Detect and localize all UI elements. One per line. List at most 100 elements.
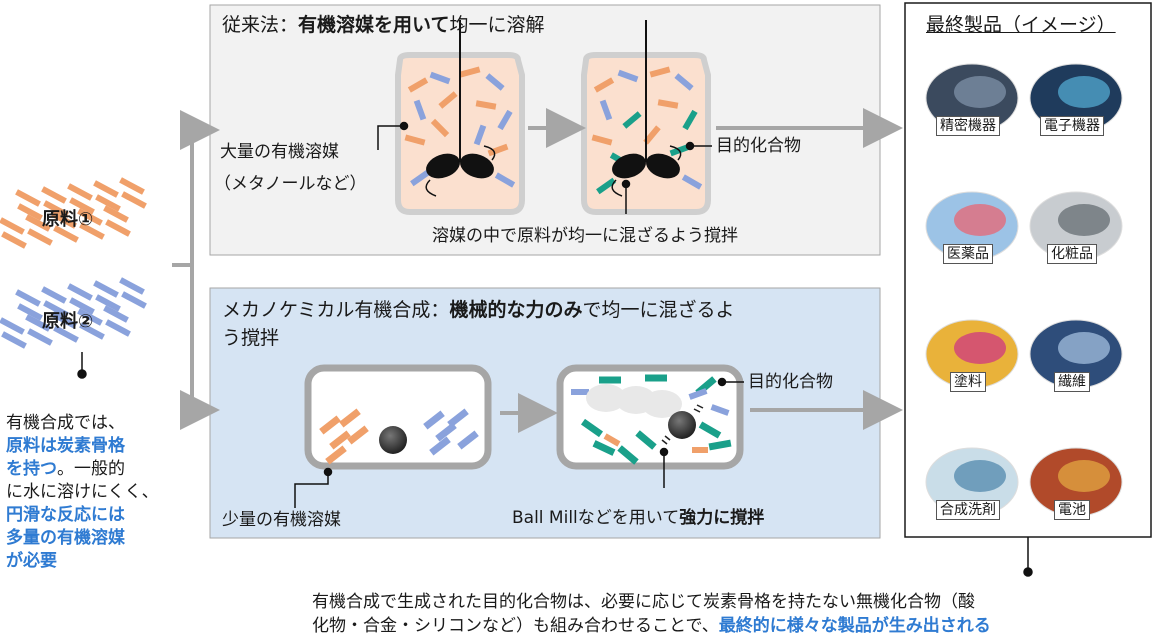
raw-material-1-stick bbox=[95, 194, 121, 212]
product-image-detail-2 bbox=[1058, 76, 1110, 108]
mechano-title-line-2: う撹拌 bbox=[222, 327, 280, 349]
raw-material-1-stick bbox=[1, 231, 27, 249]
flask-1-particle bbox=[429, 71, 451, 85]
product-image-detail-5 bbox=[954, 332, 1006, 364]
mill-jar-1-raw1-particle bbox=[325, 445, 347, 465]
product-image-detail-4 bbox=[1058, 204, 1110, 236]
raw-material-1-stick bbox=[41, 186, 67, 204]
raw-material-2-stick bbox=[15, 289, 41, 307]
mill-jar-2-particles bbox=[571, 374, 732, 465]
raw-material-1-label: 原料① bbox=[42, 209, 94, 230]
raw-material-2-stick bbox=[79, 322, 105, 340]
raw-material-1-cluster bbox=[0, 177, 147, 249]
raw-material-2-stick bbox=[0, 317, 25, 335]
left-note-line-3-emph: を持つ bbox=[6, 459, 57, 479]
flask-2-particle bbox=[591, 134, 613, 146]
bottom-note-line-1: 有機合成で生成された目的化合物は、必要に応じて炭素骨格を持たない無機化合物（酸 bbox=[312, 592, 975, 612]
left-note-line-7: が必要 bbox=[6, 551, 57, 571]
product-label-8: 電池 bbox=[1054, 500, 1090, 520]
mechano-target-label: 目的化合物 bbox=[748, 372, 833, 392]
flask-1-particle bbox=[407, 77, 429, 93]
branch-connector bbox=[172, 110, 220, 430]
raw-material-2-stick bbox=[77, 308, 103, 326]
mill-jar-1-raw1-particle bbox=[339, 408, 361, 428]
product-label-6: 繊維 bbox=[1054, 372, 1090, 392]
raw-material-2-stick bbox=[119, 277, 145, 295]
conventional-title-prefix: 従来法： bbox=[222, 14, 299, 36]
raw-material-1-stick bbox=[43, 200, 69, 218]
mill-jar-1-raw2-particle bbox=[447, 408, 469, 428]
flask-1-particle bbox=[438, 91, 458, 109]
raw-material-2-stick bbox=[17, 303, 43, 321]
raw-material-1-stick bbox=[25, 214, 51, 232]
conventional-target-label: 目的化合物 bbox=[716, 136, 801, 156]
flask-1-particle bbox=[485, 73, 505, 91]
product-label-3: 医薬品 bbox=[943, 244, 993, 264]
conventional-title-suffix: 均一に溶解 bbox=[449, 14, 545, 36]
solvent-label-small: 少量の有機溶媒 bbox=[222, 510, 341, 530]
bottom-note: 有機合成で生成された目的化合物は、必要に応じて炭素骨格を持たない無機化合物（酸 … bbox=[312, 590, 1152, 638]
flask-1-particle bbox=[459, 66, 481, 78]
mill-jar-1-raw2-particle bbox=[429, 436, 451, 456]
mill-jar-2-raw1-particle bbox=[603, 433, 621, 447]
raw-material-2-stick bbox=[27, 328, 53, 346]
raw-material-2-stick bbox=[41, 286, 67, 304]
raw-material-1-stick bbox=[119, 177, 145, 195]
mechano-leaders bbox=[294, 377, 744, 508]
left-note-line-3-rest: 。一般的 bbox=[57, 459, 125, 479]
product-label-5: 塗料 bbox=[950, 372, 986, 392]
raw-material-2-stick bbox=[25, 314, 51, 332]
flask-2-particle bbox=[657, 99, 679, 109]
product-image-detail-7 bbox=[954, 460, 1006, 492]
left-note-line-2: 原料は炭素骨格 bbox=[6, 436, 125, 456]
product-label-2: 電子機器 bbox=[1040, 116, 1104, 136]
raw-material-2-stick bbox=[1, 331, 27, 349]
bottom-note-leader bbox=[1023, 537, 1033, 577]
ball-mill-label-bold: 強力に撹拌 bbox=[679, 508, 765, 528]
flask-2-particle bbox=[669, 143, 691, 157]
raw-material-2-stick bbox=[53, 325, 79, 343]
flask-2-particle bbox=[682, 109, 698, 131]
left-note-leader bbox=[77, 352, 87, 379]
raw-material-2-stick bbox=[43, 300, 69, 318]
product-label-7: 合成洗剤 bbox=[936, 500, 1000, 520]
raw-material-1-stick bbox=[51, 211, 77, 229]
mill-jar-2-raw1-particle bbox=[692, 447, 708, 453]
milling-blur bbox=[586, 384, 682, 418]
flask-1-particle bbox=[404, 134, 426, 146]
mill-jar-1-raw2-particle bbox=[423, 410, 445, 430]
mill-jar-2-raw2-particle bbox=[688, 388, 708, 400]
left-note-line-6: 多量の有機溶媒 bbox=[6, 528, 125, 548]
flask-2-particle bbox=[643, 125, 661, 145]
impact-marks bbox=[661, 404, 704, 445]
product-image-detail-8 bbox=[1058, 460, 1110, 492]
raw-material-2-stick bbox=[67, 283, 93, 301]
product-image-detail-6 bbox=[1058, 332, 1110, 364]
raw-material-2-stick bbox=[103, 305, 129, 323]
raw-material-2-stick bbox=[105, 319, 131, 337]
bottom-note-line-2: 化物・合金・シリコンなど）も組み合わせることで、最終的に様々な製品が生み出される bbox=[312, 614, 1152, 638]
products-title: 最終製品（イメージ） bbox=[926, 14, 1116, 36]
flask-1-particle bbox=[430, 118, 450, 138]
raw-material-1-stick bbox=[103, 205, 129, 223]
left-note-line-4: に水に溶けにくく、 bbox=[6, 482, 159, 502]
raw-material-2-stick bbox=[93, 280, 119, 298]
mill-jar-2-product-particle bbox=[617, 445, 639, 465]
ball-mill-label: Ball Millなどを用いて強力に撹拌 bbox=[512, 506, 764, 530]
raw-material-2-stick bbox=[121, 291, 147, 309]
flask-2-particle bbox=[681, 174, 703, 190]
flask-2-particle bbox=[596, 177, 616, 195]
mill-jar-2-product-particle bbox=[635, 430, 657, 450]
solvent-example-label: （メタノールなど） bbox=[214, 174, 367, 194]
mill-jar-2-product-particle bbox=[698, 421, 722, 439]
raw-material-1-stick bbox=[77, 208, 103, 226]
mill-jar-1-particles bbox=[319, 408, 479, 465]
flask-2-particle bbox=[599, 99, 613, 121]
product-images bbox=[925, 63, 1123, 517]
raw-material-1-stick bbox=[121, 191, 147, 209]
mill-jar-2-raw2-particle bbox=[710, 404, 730, 416]
raw-material-2-cluster bbox=[0, 277, 147, 349]
flask-1-particles bbox=[404, 66, 516, 188]
product-image-detail-1 bbox=[954, 76, 1006, 108]
